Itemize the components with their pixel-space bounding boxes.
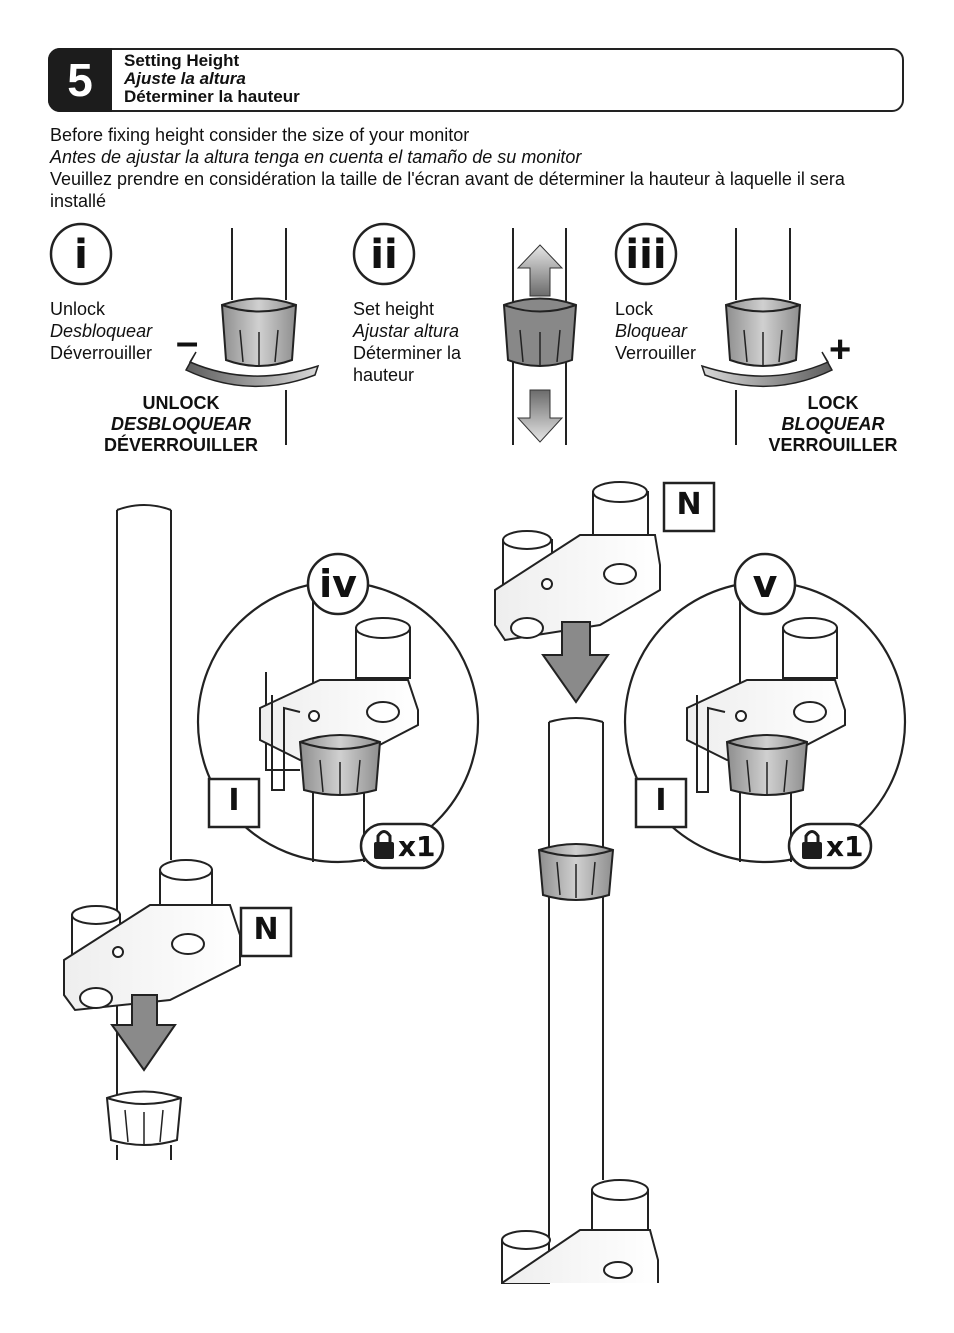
part-i-box-v [634, 777, 688, 829]
left-assembly [63, 504, 241, 1160]
hex-key-iv [271, 695, 301, 791]
title-english: Setting Height [124, 51, 240, 70]
part-n-label-top: N [676, 487, 702, 522]
hex-key-v [696, 695, 726, 793]
step-ii-label-en: Set height [353, 299, 435, 319]
part-n-box-top [662, 481, 716, 533]
part-i-label-v: I [655, 783, 667, 818]
part-n-label-left: N [253, 912, 279, 947]
step-i-pole [220, 228, 298, 445]
step-i-badge: i [74, 232, 88, 278]
detail-v [623, 552, 907, 870]
intro-english: Before fixing height consider the size o… [50, 125, 470, 145]
detail-iv [196, 552, 480, 870]
left-insert-arrow [110, 994, 177, 1072]
middle-bracket [494, 534, 661, 642]
step-iii-badge-circle [614, 222, 678, 286]
plus-icon: + [829, 329, 852, 371]
step-iv-badge: iv [319, 562, 357, 606]
padlock-icon [374, 842, 394, 859]
arrow-up [516, 244, 564, 297]
part-i-box-iv [207, 777, 261, 829]
step-iii-pole [724, 228, 802, 445]
step-ii-label-es: Ajustar altura [353, 321, 460, 341]
arrow-down [516, 389, 564, 443]
step-ii-label-fr-1: Déterminer la [353, 343, 462, 363]
step-iv-badge-circle [306, 552, 370, 616]
step-iii-badge: iii [625, 232, 667, 278]
step-ii-badge-circle [352, 222, 416, 286]
lock-caption-es: BLOQUEAR [781, 414, 885, 434]
step-v-badge: v [752, 562, 778, 606]
middle-insert-arrow [541, 621, 610, 704]
step-iii-label-es: Bloquear [615, 321, 688, 341]
step-ii-pole [502, 228, 578, 445]
middle-assembly [494, 481, 661, 1284]
title-french: Déterminer la hauteur [124, 87, 300, 106]
lock-caption-fr: VERROUILLER [768, 435, 898, 455]
lock-count-iv: x1 [398, 830, 436, 863]
step-i-label-fr: Déverrouiller [50, 343, 153, 363]
step-iii-label-en: Lock [615, 299, 654, 319]
lock-caption-en: LOCK [807, 393, 859, 413]
step-number-badge: 5 [48, 48, 112, 112]
step-v-badge-circle [733, 552, 797, 616]
part-n-box-left [239, 906, 293, 958]
intro-french: Veuillez prendre en considération la tai… [50, 169, 845, 211]
step-i-badge-circle [49, 222, 113, 286]
step-iii-label-fr: Verrouiller [615, 343, 697, 363]
lock-count-v: x1 [826, 830, 864, 863]
padlock-icon [802, 842, 822, 859]
step-ii-label-fr-2: hauteur [353, 365, 415, 385]
lock-rotation-arrow [700, 351, 834, 388]
intro-spanish: Antes de ajustar la altura tenga en cuen… [50, 147, 582, 167]
left-bracket [63, 904, 241, 1012]
step-i-label-en: Unlock [50, 299, 106, 319]
step-i-label-es: Desbloquear [50, 321, 153, 341]
title-spanish: Ajuste la altura [124, 69, 246, 88]
minus-icon: – [176, 320, 199, 364]
unlock-rotation-arrow [184, 351, 320, 388]
step-ii-badge: ii [370, 232, 398, 278]
unlock-caption-es: DESBLOQUEAR [110, 414, 251, 434]
part-i-label-iv: I [228, 783, 240, 818]
unlock-caption-fr: DÉVERROUILLER [103, 435, 258, 455]
unlock-caption-en: UNLOCK [142, 393, 220, 413]
